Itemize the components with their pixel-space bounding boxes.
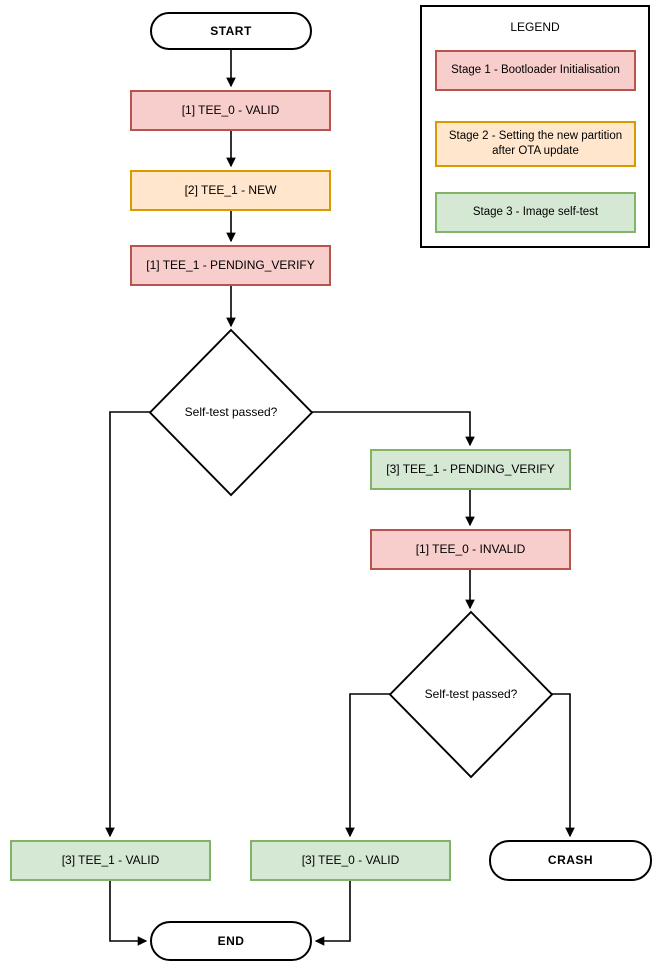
edge-tee1valid-to-end	[109, 881, 148, 946]
node-tee0-invalid[interactable]: [1] TEE_0 - INVALID	[370, 529, 571, 570]
edge-decision2-left-to-tee0valid3	[345, 693, 390, 838]
node-tee1-pending-verify-stage3-label: [3] TEE_1 - PENDING_VERIFY	[386, 462, 555, 476]
node-tee0-valid[interactable]: [1] TEE_0 - VALID	[130, 90, 331, 131]
edge-tee0valid3-to-end	[314, 881, 351, 946]
legend-item-stage-1: Stage 1 - Bootloader Initialisation	[435, 50, 636, 91]
node-tee1-new[interactable]: [2] TEE_1 - NEW	[130, 170, 331, 211]
legend-title: LEGEND	[510, 20, 560, 34]
legend-item-stage-2-label: Stage 2 - Setting the new partition afte…	[448, 130, 623, 157]
node-end[interactable]: END	[150, 921, 312, 961]
node-start-label: START	[210, 23, 252, 38]
legend-item-stage-3-label: Stage 3 - Image self-test	[472, 206, 599, 219]
node-tee1-pending-verify-stage1[interactable]: [1] TEE_1 - PENDING_VERIFY	[130, 245, 331, 286]
node-crash-label: CRASH	[547, 853, 594, 867]
node-tee0-valid-label: [1] TEE_0 - VALID	[181, 103, 280, 117]
node-tee0-valid-stage3-label: [3] TEE_0 - VALID	[301, 853, 400, 867]
node-decision-2[interactable]: Self-test passed?	[390, 612, 552, 777]
edge-decision1-no-to-tee1valid	[105, 411, 150, 838]
edge-decision1-yes-to-tee1pending3	[312, 411, 475, 447]
node-decision-1[interactable]: Self-test passed?	[150, 330, 312, 495]
legend-item-stage-3: Stage 3 - Image self-test	[435, 192, 636, 233]
legend-item-stage-2: Stage 2 - Setting the new partition afte…	[435, 121, 636, 167]
node-decision-2-label: Self-test passed?	[424, 687, 518, 701]
node-tee1-valid[interactable]: [3] TEE_1 - VALID	[10, 840, 211, 881]
edge-decision2-right-to-crash	[552, 693, 575, 838]
node-decision-1-label: Self-test passed?	[184, 405, 278, 419]
node-tee1-pending-verify-stage3[interactable]: [3] TEE_1 - PENDING_VERIFY	[370, 449, 571, 490]
legend-item-stage-1-label: Stage 1 - Bootloader Initialisation	[451, 64, 620, 77]
node-end-label: END	[217, 933, 245, 948]
node-tee1-new-label: [2] TEE_1 - NEW	[184, 183, 277, 197]
node-start[interactable]: START	[150, 12, 312, 50]
node-tee0-valid-stage3[interactable]: [3] TEE_0 - VALID	[250, 840, 451, 881]
node-tee0-invalid-label: [1] TEE_0 - INVALID	[415, 542, 526, 556]
node-tee1-pending-verify-stage1-label: [1] TEE_1 - PENDING_VERIFY	[146, 258, 315, 272]
node-crash[interactable]: CRASH	[489, 840, 652, 881]
node-tee1-valid-label: [3] TEE_1 - VALID	[61, 853, 160, 867]
